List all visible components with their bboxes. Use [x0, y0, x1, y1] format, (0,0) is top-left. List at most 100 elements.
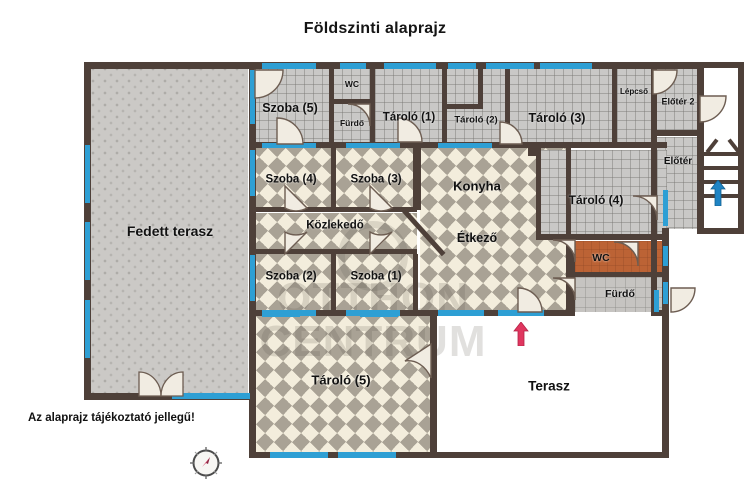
stair-tread-2	[704, 166, 744, 170]
north-arrow	[710, 179, 726, 211]
window-szoba4-top	[262, 143, 316, 148]
window-tarolo3-top-a	[486, 63, 534, 69]
room-tarolo-5	[256, 316, 431, 452]
door-terrace-double	[138, 371, 184, 397]
wall-stairs-top	[697, 62, 744, 68]
wall-elotér-left	[651, 136, 657, 316]
room-furdo-top	[333, 103, 372, 144]
wall-tarolo5-left	[249, 312, 256, 458]
wall-bottom-right	[430, 452, 668, 458]
window-terrace-left-1	[85, 145, 90, 203]
wall-konyha-right	[566, 148, 571, 240]
window-tarolo5-top-a	[262, 312, 300, 317]
window-elotér-bottom	[654, 290, 659, 312]
window-terrace-bottom	[172, 393, 250, 399]
wall-mid-right	[413, 148, 418, 210]
room-szoba-3	[335, 148, 417, 210]
wall-mid-vert-center	[331, 148, 336, 210]
wall-mid-horiz-upper	[249, 207, 417, 212]
wall-tarolo1-right	[442, 62, 447, 144]
wall-lepcso-right	[651, 62, 657, 144]
wall-wc-right-left	[570, 238, 575, 316]
wall-szoba5-right	[329, 62, 334, 144]
door-szoba-5	[254, 69, 284, 99]
label-szoba-3: Szoba (3)	[350, 173, 402, 186]
window-tarolo5-top-b	[360, 312, 398, 317]
door-etkezo-terasz	[517, 287, 543, 313]
room-fedett-terasz	[90, 66, 248, 396]
wall-right-lower	[662, 228, 669, 458]
label-elotér-2: Előtér 2	[661, 96, 695, 107]
window-terrace-right-3	[250, 255, 255, 301]
wall-tarolo3-right	[612, 62, 617, 144]
window-szoba5-top	[262, 63, 316, 69]
window-furdo-right	[663, 282, 668, 304]
room-tarolo-3	[509, 66, 614, 144]
room-lepcso	[617, 66, 653, 144]
room-szoba-2	[250, 254, 332, 312]
label-wc-top: WC	[344, 78, 360, 89]
room-terasz	[436, 316, 668, 452]
wall-tarolo4-notch	[528, 146, 538, 156]
compass-rose	[188, 445, 224, 486]
window-tarolo2-top	[448, 63, 476, 69]
wall-tarolo4-left	[536, 146, 541, 238]
label-tarolo-3: Tároló (3)	[528, 110, 586, 125]
window-tarolo3-top-b	[540, 63, 592, 69]
window-etkezo-bottom-a	[438, 310, 484, 316]
stair-tread-3	[704, 180, 744, 184]
label-elotér: Előtér	[663, 156, 693, 167]
label-szoba-5: Szoba (5)	[262, 100, 318, 115]
window-konyha-top	[438, 143, 492, 148]
label-szoba-1: Szoba (1)	[350, 270, 402, 283]
label-furdo-top: Fürdő	[339, 117, 365, 128]
wall-stairs-right	[738, 62, 744, 234]
door-tarolo-5	[404, 342, 432, 379]
wall-mid-vert-lower	[331, 254, 336, 312]
wall-tarolo2-nook-v	[478, 62, 483, 109]
label-kozlekedo: Közlekedő	[306, 219, 364, 232]
wall-tarolo2-nook	[446, 104, 482, 109]
label-etkezo: Étkező	[456, 230, 498, 245]
label-tarolo-4: Tároló (4)	[568, 193, 624, 207]
room-szoba-1	[335, 254, 417, 312]
wall-etkezo-bottom	[416, 310, 571, 316]
window-szoba3-top	[346, 143, 400, 148]
stair-tread-1	[704, 152, 744, 156]
window-tarolo4-right	[663, 190, 668, 226]
door-tarolo-3	[499, 121, 523, 145]
door-etkezo-wc	[552, 239, 576, 263]
wall-konyha-left	[416, 148, 421, 210]
wall-tarolo5-right	[430, 312, 437, 458]
label-lepcso: Lépcső	[619, 87, 649, 96]
wall-wc-bath-split	[570, 272, 668, 277]
window-tarolo5-bottom-a	[270, 452, 328, 458]
wall-kozlekedo-bottom-strip	[249, 310, 419, 316]
wall-tarolo4-bottom	[536, 234, 667, 240]
door-szoba-5-bottom	[276, 117, 304, 145]
label-fedett-terasz: Fedett terasz	[126, 223, 214, 239]
window-terrace-left-3	[85, 300, 90, 358]
label-tarolo-1: Tároló (1)	[382, 111, 436, 124]
wall-elotér2-bottom	[651, 130, 701, 136]
page-title: Földszinti alaprajz	[303, 20, 447, 37]
entry-arrow	[513, 321, 529, 351]
room-wc-top	[333, 66, 372, 100]
label-tarolo-2: Tároló (2)	[454, 114, 498, 126]
window-terrace-right-2	[250, 150, 255, 196]
wall-terrace-right	[249, 62, 256, 400]
disclaimer-text: Az alaprajz tájékoztató jellegű!	[28, 412, 195, 424]
label-konyha: Konyha	[453, 178, 501, 194]
door-furdo-top	[347, 103, 371, 127]
wall-tarolo2-right	[505, 62, 510, 144]
label-szoba-2: Szoba (2)	[265, 270, 317, 283]
label-terasz: Terasz	[528, 378, 570, 394]
window-tarolo5-bottom-b	[338, 452, 396, 458]
window-wc-top	[340, 63, 366, 69]
wall-outer-right-top	[697, 62, 704, 234]
door-furdo-right	[552, 277, 576, 301]
wall-elotér-bottom	[651, 310, 669, 316]
label-szoba-4: Szoba (4)	[265, 173, 317, 186]
door-elotér-entry	[670, 287, 696, 313]
room-tarolo-4	[540, 150, 667, 236]
